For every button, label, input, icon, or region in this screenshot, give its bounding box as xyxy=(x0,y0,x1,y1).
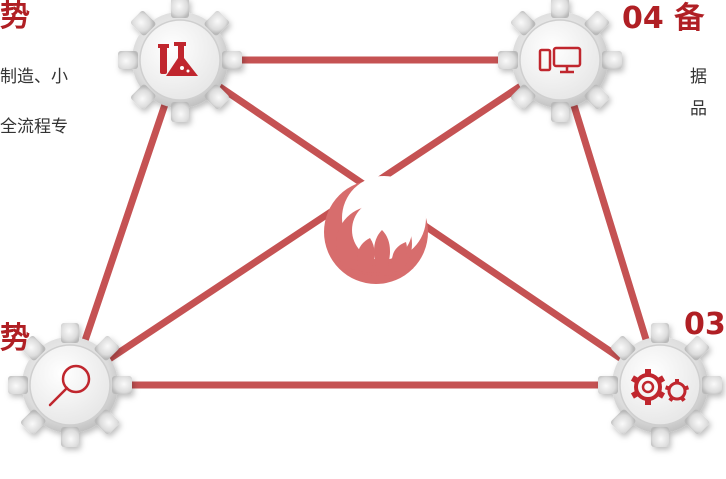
lab-flask-gear xyxy=(117,0,243,123)
top-right-heading: 04 备 xyxy=(622,1,705,36)
gears-gear xyxy=(597,322,723,448)
lotus-logo-icon xyxy=(324,176,428,284)
computer-gear xyxy=(497,0,623,123)
magnifier-icon xyxy=(48,364,91,407)
magnifier-gear xyxy=(7,322,133,448)
top-left-line2: 全流程专 xyxy=(0,117,68,137)
lab-flask-icon xyxy=(158,42,198,76)
line-left xyxy=(66,56,184,389)
top-left-heading: 势 xyxy=(0,0,30,34)
top-right-line2: 品 xyxy=(690,99,707,119)
left-heading: 势 xyxy=(0,321,30,356)
top-right-line1: 据 xyxy=(690,67,707,87)
computer-icon xyxy=(538,46,582,74)
right-heading: 03 xyxy=(684,307,726,342)
top-left-line1: 制造、小 xyxy=(0,67,68,87)
line-diagonal-up xyxy=(66,56,564,389)
line-right xyxy=(556,56,664,389)
